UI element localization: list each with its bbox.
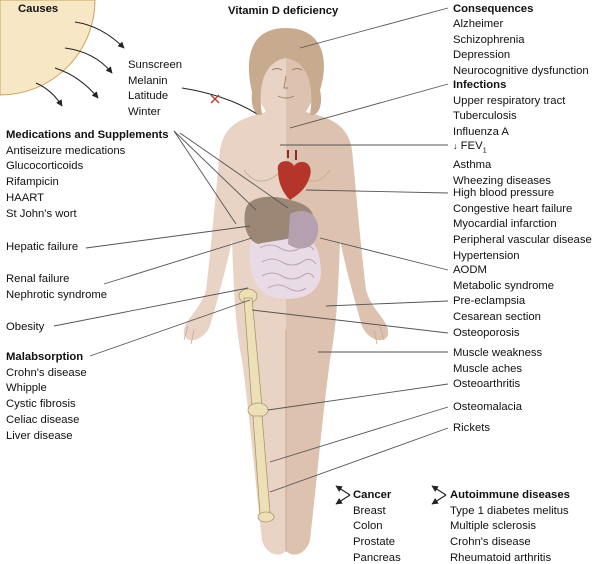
rickets-label: Rickets	[453, 421, 490, 437]
infections-block: Infections Upper respiratory tract Tuber…	[453, 78, 565, 141]
cardio-item: Myocardial infarction	[453, 217, 592, 233]
malabsorption-item: Crohn's disease	[6, 366, 87, 382]
consequences-header: Consequences	[453, 2, 533, 18]
muscle-item: Muscle aches	[453, 362, 542, 378]
metabolic-block: AODM Metabolic syndrome	[453, 263, 554, 294]
medication-item: HAART	[6, 191, 169, 207]
autoimmune-item: Rheumatoid arthritis	[450, 551, 570, 564]
diagram-title: Vitamin D deficiency	[228, 4, 338, 20]
malabsorption-block: Malabsorption Crohn's disease Whipple Cy…	[6, 350, 87, 444]
malabsorption-item: Whipple	[6, 381, 87, 397]
malabsorption-item: Cystic fibrosis	[6, 397, 87, 413]
cause-item: Latitude	[128, 89, 182, 105]
medications-block: Medications and Supplements Antiseizure …	[6, 128, 169, 222]
medication-item: St John's wort	[6, 207, 169, 223]
muscle-item: Muscle weakness	[453, 346, 542, 362]
lung-block: ↓ FEV1 Asthma Wheezing diseases	[453, 139, 551, 189]
blocked-cross-icon	[211, 95, 219, 103]
autoimmune-item: Type 1 diabetes melitus	[450, 504, 570, 520]
cancer-item: Colon	[353, 519, 401, 535]
cancer-block: Cancer Breast Colon Prostate Pancreas	[353, 488, 401, 564]
osteoporosis-label: Osteoporosis	[453, 326, 520, 342]
cancer-item: Prostate	[353, 535, 401, 551]
metabolic-item: AODM	[453, 263, 554, 279]
cause-item: Melanin	[128, 74, 182, 90]
consequence-item: Alzheimer	[453, 17, 589, 33]
cancer-item: Breast	[353, 504, 401, 520]
pregnancy-item: Pre-eclampsia	[453, 294, 541, 310]
cause-item: Sunscreen	[128, 58, 182, 74]
cardio-block: High blood pressure Congestive heart fai…	[453, 186, 592, 265]
muscle-block: Muscle weakness Muscle aches	[453, 346, 542, 377]
hepatic-failure-label: Hepatic failure	[6, 240, 78, 256]
fev-label: ↓ FEV1	[453, 139, 551, 158]
infection-item: Upper respiratory tract	[453, 94, 565, 110]
cancer-arrows-icon	[336, 486, 350, 504]
osteoarthritis-label: Osteoarthritis	[453, 377, 520, 393]
pregnancy-item: Cesarean section	[453, 310, 541, 326]
autoimmune-arrows-icon	[432, 486, 446, 504]
metabolic-item: Metabolic syndrome	[453, 279, 554, 295]
causes-list: Sunscreen Melanin Latitude Winter	[128, 58, 182, 121]
autoimmune-item: Crohn's disease	[450, 535, 570, 551]
malabsorption-item: Celiac disease	[6, 413, 87, 429]
brain-consequences: Alzheimer Schizophrenia Depression Neuro…	[453, 17, 589, 80]
autoimmune-item: Multiple sclerosis	[450, 519, 570, 535]
medications-title: Medications and Supplements	[6, 128, 169, 144]
malabsorption-title: Malabsorption	[6, 350, 87, 366]
autoimmune-title: Autoimmune diseases	[450, 488, 570, 504]
consequence-item: Depression	[453, 48, 589, 64]
uvb-arrow	[182, 88, 263, 118]
cardio-item: Congestive heart failure	[453, 202, 592, 218]
malabsorption-item: Liver disease	[6, 429, 87, 445]
cardio-item: High blood pressure	[453, 186, 592, 202]
lung-item: Asthma	[453, 158, 551, 174]
cancer-title: Cancer	[353, 488, 401, 504]
stomach	[288, 211, 318, 249]
cause-item: Winter	[128, 105, 182, 121]
medication-item: Rifampicin	[6, 175, 169, 191]
autoimmune-block: Autoimmune diseases Type 1 diabetes meli…	[450, 488, 570, 564]
infections-title: Infections	[453, 78, 565, 94]
down-arrow-icon: ↓	[453, 141, 458, 151]
medication-item: Antiseizure medications	[6, 144, 169, 160]
causes-header: Causes	[18, 2, 58, 18]
pregnancy-block: Pre-eclampsia Cesarean section	[453, 294, 541, 325]
cancer-item: Pancreas	[353, 551, 401, 564]
medication-item: Glucocorticoids	[6, 159, 169, 175]
obesity-label: Obesity	[6, 320, 44, 336]
infection-item: Tuberculosis	[453, 109, 565, 125]
renal-failure-label: Renal failure	[6, 272, 107, 288]
osteomalacia-label: Osteomalacia	[453, 400, 522, 416]
renal-block: Renal failure Nephrotic syndrome	[6, 272, 107, 303]
nephrotic-syndrome-label: Nephrotic syndrome	[6, 288, 107, 304]
cardio-item: Peripheral vascular disease	[453, 233, 592, 249]
consequence-item: Schizophrenia	[453, 33, 589, 49]
